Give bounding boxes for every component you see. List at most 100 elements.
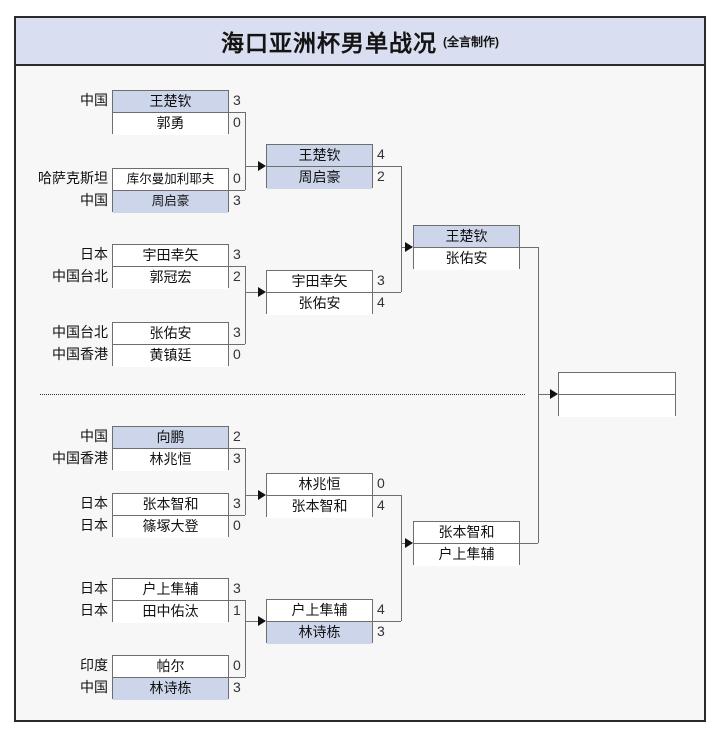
round1-match[interactable]: 户上隼辅田中佑汰	[112, 578, 229, 623]
player-name[interactable]: 郭勇	[113, 113, 228, 135]
match-score: 4	[377, 294, 385, 310]
title-bar: 海口亚洲杯男单战况 (全言制作)	[14, 16, 706, 66]
match-score: 1	[233, 602, 241, 618]
page-title: 海口亚洲杯男单战况	[221, 30, 437, 56]
connector-line	[373, 621, 401, 622]
player-name[interactable]: 户上隼辅	[414, 544, 519, 566]
final-match[interactable]	[558, 372, 676, 417]
player-name[interactable]: 张本智和	[414, 522, 519, 544]
connector-arrow	[258, 616, 266, 626]
connector-line	[401, 495, 402, 621]
connector-line	[245, 448, 246, 515]
player-name[interactable]: 林诗栋	[113, 678, 228, 700]
match-score: 4	[377, 497, 385, 513]
match-score: 3	[377, 272, 385, 288]
country-label: 日本	[80, 580, 108, 596]
connector-line	[229, 344, 245, 345]
country-label: 中国	[80, 679, 108, 695]
player-name[interactable]: 郭冠宏	[113, 267, 228, 289]
round2-match[interactable]: 宇田幸矢张佑安	[266, 270, 373, 315]
match-score: 3	[233, 246, 241, 262]
country-label: 哈萨克斯坦	[38, 170, 108, 186]
connector-line	[245, 495, 258, 496]
player-name[interactable]: 周启豪	[267, 167, 372, 189]
connector-line	[538, 247, 539, 543]
connector-line	[373, 166, 401, 167]
player-name[interactable]: 林兆恒	[267, 474, 372, 496]
half-divider	[40, 394, 525, 395]
connector-line	[229, 190, 245, 191]
match-score: 0	[377, 475, 385, 491]
player-name[interactable]: 林兆恒	[113, 449, 228, 471]
connector-line	[401, 166, 402, 292]
round2-match[interactable]: 林兆恒张本智和	[266, 473, 373, 518]
connector-line	[401, 247, 405, 248]
connector-line	[520, 543, 538, 544]
round2-match[interactable]: 王楚钦周启豪	[266, 144, 373, 189]
player-name[interactable]: 周启豪	[113, 191, 228, 213]
match-score: 0	[233, 517, 241, 533]
player-name[interactable]	[559, 373, 675, 395]
semifinal-match[interactable]: 王楚钦张佑安	[413, 225, 520, 270]
player-name[interactable]: 林诗栋	[267, 622, 372, 644]
player-name[interactable]: 户上隼辅	[113, 579, 228, 601]
match-score: 4	[377, 601, 385, 617]
connector-line	[538, 394, 550, 395]
round1-match[interactable]: 库尔曼加利耶夫周启豪	[112, 168, 229, 213]
country-label: 中国香港	[52, 450, 108, 466]
player-name[interactable]: 户上隼辅	[267, 600, 372, 622]
match-score: 3	[233, 679, 241, 695]
player-name[interactable]: 张佑安	[113, 323, 228, 345]
match-score: 4	[377, 146, 385, 162]
player-name[interactable]: 王楚钦	[113, 91, 228, 113]
connector-line	[373, 292, 401, 293]
round1-match[interactable]: 张本智和篠塚大登	[112, 493, 229, 538]
connector-arrow	[405, 242, 413, 252]
country-label: 印度	[80, 657, 108, 673]
connector-line	[245, 166, 258, 167]
match-score: 3	[233, 580, 241, 596]
round1-match[interactable]: 向鹏林兆恒	[112, 426, 229, 471]
player-name[interactable]: 向鹏	[113, 427, 228, 449]
round1-match[interactable]: 王楚钦郭勇	[112, 90, 229, 135]
match-score: 3	[233, 192, 241, 208]
player-name[interactable]: 张本智和	[267, 496, 372, 518]
connector-line	[373, 495, 401, 496]
match-score: 2	[233, 428, 241, 444]
player-name[interactable]: 张本智和	[113, 494, 228, 516]
connector-line	[229, 515, 245, 516]
player-name[interactable]: 田中佑汰	[113, 601, 228, 623]
country-label: 中国	[80, 192, 108, 208]
round1-match[interactable]: 张佑安黄镇廷	[112, 322, 229, 367]
match-score: 3	[233, 92, 241, 108]
player-name[interactable]: 帕尔	[113, 656, 228, 678]
connector-line	[245, 292, 258, 293]
player-name[interactable]: 张佑安	[414, 248, 519, 270]
match-score: 3	[233, 495, 241, 511]
connector-arrow	[258, 161, 266, 171]
round2-match[interactable]: 户上隼辅林诗栋	[266, 599, 373, 644]
match-score: 2	[233, 268, 241, 284]
connector-line	[229, 112, 245, 113]
country-label: 日本	[80, 246, 108, 262]
country-label: 中国香港	[52, 346, 108, 362]
match-score: 0	[233, 346, 241, 362]
connector-arrow	[258, 490, 266, 500]
player-name[interactable]: 宇田幸矢	[267, 271, 372, 293]
round1-match[interactable]: 帕尔林诗栋	[112, 655, 229, 700]
connector-arrow	[258, 287, 266, 297]
player-name[interactable]: 王楚钦	[267, 145, 372, 167]
player-name[interactable]: 张佑安	[267, 293, 372, 315]
player-name[interactable]: 库尔曼加利耶夫	[113, 169, 228, 191]
player-name[interactable]: 篠塚大登	[113, 516, 228, 538]
connector-line	[229, 600, 245, 601]
round1-match[interactable]: 宇田幸矢郭冠宏	[112, 244, 229, 289]
connector-arrow	[550, 389, 558, 399]
player-name[interactable]	[559, 395, 675, 417]
player-name[interactable]: 宇田幸矢	[113, 245, 228, 267]
player-name[interactable]: 黄镇廷	[113, 345, 228, 367]
player-name[interactable]: 王楚钦	[414, 226, 519, 248]
match-score: 2	[377, 168, 385, 184]
semifinal-match[interactable]: 张本智和户上隼辅	[413, 521, 520, 566]
